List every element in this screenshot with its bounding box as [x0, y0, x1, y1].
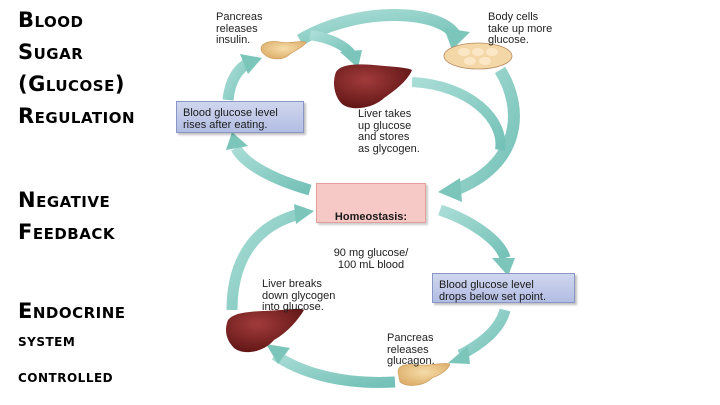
arrow-liver-to-homeostasis — [411, 77, 506, 151]
slide-title: Blood Sugar (Glucose) Regulation — [18, 4, 135, 132]
arrow-drops-to-pancreas — [448, 308, 511, 364]
pancreas-icon — [260, 41, 307, 60]
arrow-pancreas-to-cells — [296, 9, 470, 50]
subtitle-line: Feedback — [18, 220, 115, 244]
box-glucose-rises: Blood glucose level rises after eating. — [176, 101, 304, 133]
title-line: Blood — [18, 8, 84, 32]
control-line-system: system — [18, 331, 76, 351]
control-line-endocrine: Endocrine — [18, 299, 126, 323]
label-pancreas-glucagon: Pancreas releases glucagon. — [387, 332, 435, 367]
label-liver-stores: Liver takes up glucose and stores as gly… — [358, 108, 420, 155]
title-line: Regulation — [18, 104, 136, 128]
arrow-homeostasis-to-drops — [438, 204, 515, 276]
control-line-controlled: controlled — [18, 367, 114, 387]
label-pancreas-insulin: Pancreas releases insulin. — [216, 11, 263, 46]
label-body-cells: Body cells take up more glucose. — [488, 11, 553, 46]
title-line: (Glucose) — [18, 72, 125, 96]
label-liver-breaks: Liver breaks down glycogen into glucose. — [262, 278, 336, 313]
arrow-liver-to-homeostasis-bottom — [226, 204, 314, 311]
liver-icon-bottom — [226, 308, 304, 353]
subtitle-line: Negative — [18, 188, 111, 212]
pancreas-icon-bottom — [397, 363, 451, 386]
arrow-rises-to-pancreas — [222, 54, 262, 101]
body-cells-icon — [443, 42, 513, 70]
arrow-pancreas-to-liver — [309, 30, 362, 68]
box-homeostasis: Homeostasis: 90 mg glucose/ 100 mL blood — [316, 183, 426, 271]
subtitle-negative-feedback: Negative Feedback — [18, 184, 115, 248]
homeostasis-title: Homeostasis: — [334, 211, 408, 223]
arrow-homeostasis-to-rises — [226, 132, 312, 196]
liver-icon-top — [334, 64, 412, 109]
title-line: Sugar — [18, 40, 84, 64]
arrow-pancreas-to-liver-bottom — [266, 344, 396, 388]
box-glucose-drops: Blood glucose level drops below set poin… — [432, 273, 575, 303]
homeostasis-value: 90 mg glucose/ 100 mL blood — [333, 247, 409, 271]
arrow-cells-to-homeostasis — [438, 66, 520, 202]
